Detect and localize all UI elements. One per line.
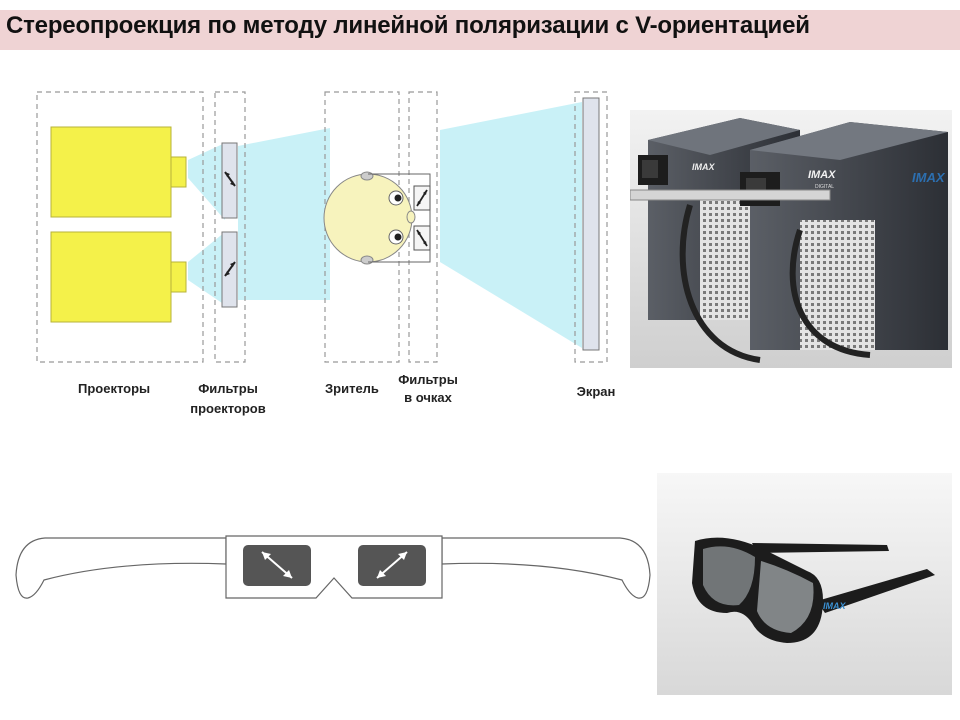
projector-filter-top — [221, 142, 238, 219]
projectors-box — [36, 91, 204, 363]
glasses-frame-lines — [368, 173, 431, 263]
glasses-photo-logo: IMAX — [823, 601, 846, 611]
imax-glasses-illustration: IMAX — [657, 473, 952, 695]
projector-right-logo: IMAX — [808, 169, 836, 181]
projector-right-sub: DIGITAL — [815, 184, 834, 190]
label-screen: Экран — [576, 384, 616, 399]
label-projector-filters-line1: Фильтры — [198, 381, 258, 396]
label-projector-filters: Фильтры проекторов — [178, 381, 278, 417]
label-projector-filters-line2: проекторов — [190, 401, 266, 416]
beam-to-viewer — [238, 128, 330, 300]
imax-projectors-photo: IMAX IMAX DIGITAL IMAX — [630, 110, 952, 368]
screen-box — [574, 91, 608, 363]
projector-beam-top — [188, 143, 225, 220]
slide-title: Стереопроекция по методу линейной поляри… — [6, 12, 810, 39]
viewer-head — [323, 171, 416, 265]
label-projectors: Проекторы — [78, 381, 151, 396]
label-viewer: Зритель — [325, 381, 379, 396]
projector-left-logo: IMAX — [692, 162, 715, 172]
projector-beam-bottom — [188, 232, 225, 305]
imax-projectors-illustration: IMAX IMAX DIGITAL IMAX — [630, 110, 952, 368]
screen-panel — [582, 97, 600, 351]
imax-glasses-photo: IMAX — [657, 473, 952, 695]
beam-to-screen — [440, 102, 582, 348]
label-glasses-filters-line1: Фильтры — [398, 372, 458, 387]
label-glasses-filters: Фильтры в очках — [388, 372, 468, 406]
title-bar — [0, 10, 960, 50]
glasses-drawing — [15, 535, 651, 599]
projector-top — [50, 126, 187, 218]
projector-bottom — [50, 231, 187, 323]
label-glasses-filters-line2: в очках — [404, 390, 452, 405]
projector-side-logo: IMAX — [912, 170, 946, 185]
projector-filters-box — [214, 91, 246, 363]
